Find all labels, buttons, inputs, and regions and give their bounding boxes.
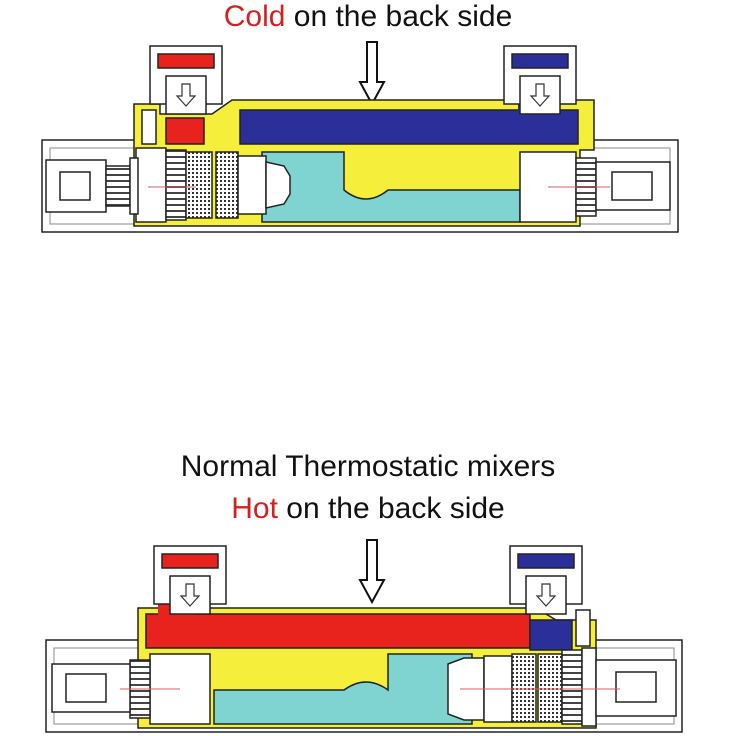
top-cold-channel — [239, 109, 579, 145]
top-right-inlet-valve — [503, 45, 577, 115]
top-left-flow-arrow-icon — [175, 83, 197, 107]
bottom-diagram — [45, 539, 683, 733]
bottom-title: Normal Thermostatic mixers — [180, 450, 556, 483]
top-down-arrow-icon — [358, 41, 386, 107]
bottom-right-flow-arrow-icon — [535, 583, 557, 607]
bottom-left-flow-arrow-icon — [179, 583, 201, 607]
bottom-caption-highlight: Hot — [231, 492, 278, 525]
top-caption-highlight: Cold — [223, 0, 286, 33]
bottom-left-inlet-valve — [153, 545, 227, 615]
bottom-down-arrow-icon — [358, 539, 386, 605]
top-caption-rest: on the back side — [285, 0, 513, 33]
top-caption: Cold on the back side — [0, 0, 736, 34]
top-left-cartridge — [135, 147, 167, 223]
bottom-caption: Hot on the back side — [0, 492, 736, 526]
top-diagram — [41, 41, 679, 233]
bottom-right-inlet-valve — [509, 545, 583, 615]
top-left-inlet-valve — [149, 45, 223, 115]
top-hot-channel — [165, 117, 205, 145]
bottom-caption-rest: on the back side — [277, 492, 505, 525]
top-right-flow-arrow-icon — [529, 83, 551, 107]
bottom-cold-channel — [529, 619, 573, 651]
bottom-hot-channel — [145, 613, 531, 649]
